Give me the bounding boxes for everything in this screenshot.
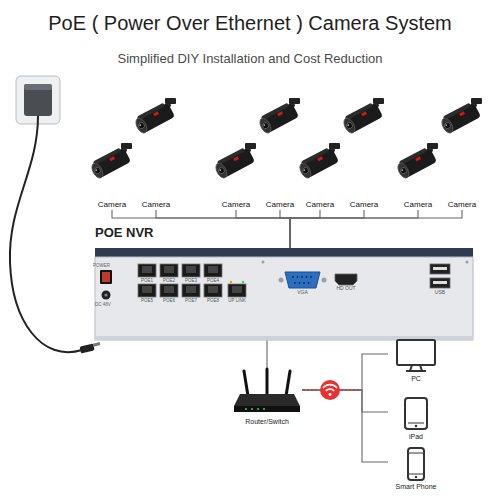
camera-node: Camera <box>438 95 486 210</box>
connector-line <box>290 210 462 248</box>
camera-node: Camera <box>296 140 344 210</box>
camera-illustration <box>88 140 136 188</box>
device-node: PC <box>388 338 444 388</box>
device-node: Smart Phone <box>388 446 444 496</box>
node-label: Camera <box>384 200 452 209</box>
camera-illustration <box>296 140 344 188</box>
panel-label: UP LINK <box>223 298 251 303</box>
camera-node: Camera <box>256 95 304 210</box>
node-label: Camera <box>202 200 270 209</box>
node-label: Camera <box>286 200 354 209</box>
wireless-dots <box>341 389 361 391</box>
connector-line <box>302 390 388 462</box>
power-cable <box>10 116 82 352</box>
node-label: Router/Switch <box>222 418 312 426</box>
node-label: Camera <box>428 200 496 209</box>
camera-illustration <box>438 95 486 143</box>
connector-line <box>156 210 290 248</box>
panel-label: POWER <box>93 263 110 268</box>
node-label: POE NVR <box>95 226 154 241</box>
panel-label: HD OUT <box>331 286 361 292</box>
camera-node: Camera <box>132 95 180 210</box>
camera-illustration <box>256 95 304 143</box>
device-node: iPad <box>388 396 444 444</box>
wifi-badge <box>320 380 340 400</box>
router-node: Router/Switch <box>232 368 302 440</box>
dc-plug-tip <box>93 342 101 347</box>
camera-illustration <box>132 95 180 143</box>
connector-line <box>290 210 418 248</box>
panel-label: POE7 <box>180 298 202 303</box>
camera-node: Camera <box>212 140 260 210</box>
node-label: Camera <box>122 200 190 209</box>
adapter-top <box>24 84 52 90</box>
wifi-arc <box>323 385 337 388</box>
node-label: Camera <box>78 200 146 209</box>
wifi-dot <box>329 393 332 396</box>
panel-label: DC 48V <box>95 302 111 307</box>
dc-plug <box>79 343 94 353</box>
node-label: iPad <box>378 433 454 441</box>
connector-line <box>302 354 388 390</box>
camera-node: Camera <box>394 140 442 210</box>
device-icon <box>388 338 444 374</box>
connector-line <box>302 390 388 412</box>
node-label: Smart Phone <box>378 483 454 491</box>
camera-node: Camera <box>88 140 136 210</box>
diagram-title: PoE ( Power Over Ethernet ) Camera Syste… <box>0 12 500 35</box>
panel-label: POE6 <box>158 298 180 303</box>
panel-label: POE4 <box>202 278 224 283</box>
panel-label: POE5 <box>136 298 158 303</box>
connector-line <box>290 210 364 248</box>
nvr-front-panel <box>95 248 473 340</box>
panel-label: VGA <box>283 290 322 296</box>
node-label: Camera <box>246 200 314 209</box>
connector-line <box>266 340 267 368</box>
subtitle: Simplified DIY Installation and Cost Red… <box>0 52 500 67</box>
connector-line <box>236 210 290 248</box>
wifi-arc <box>326 389 334 391</box>
camera-illustration <box>212 140 260 188</box>
panel-label: USB <box>428 290 452 296</box>
device-icon <box>388 446 444 482</box>
camera-illustration <box>340 95 388 143</box>
panel-label: POE1 <box>136 278 158 283</box>
nvr-box: POE NVR <box>95 248 473 340</box>
node-label: Camera <box>330 200 398 209</box>
router-icon <box>232 368 302 414</box>
connector-line <box>280 210 290 248</box>
wireless-dots <box>303 389 319 391</box>
camera-illustration <box>394 140 442 188</box>
panel-label: POE3 <box>180 278 202 283</box>
device-icon <box>388 396 444 432</box>
connector-line <box>290 210 320 248</box>
panel-label: POE8 <box>202 298 224 303</box>
node-label: PC <box>378 375 454 383</box>
panel-label: POE2 <box>158 278 180 283</box>
power-adapter <box>24 84 52 116</box>
camera-node: Camera <box>340 95 388 210</box>
